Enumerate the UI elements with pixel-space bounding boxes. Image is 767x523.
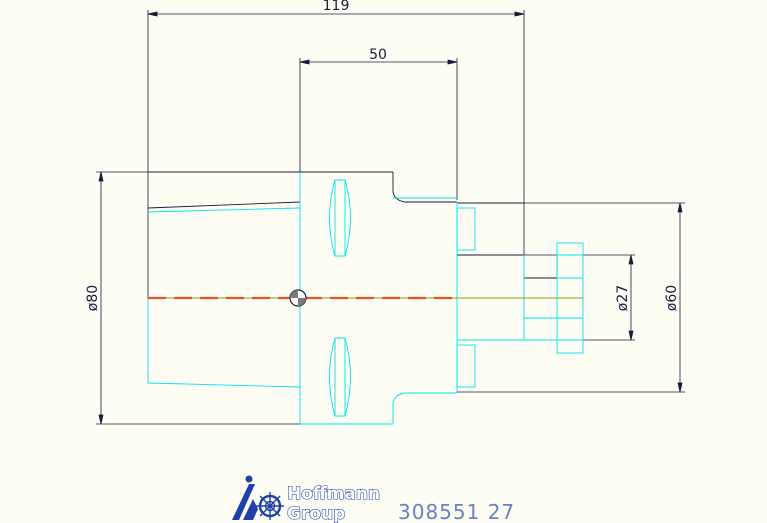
- dimension-lines: [96, 10, 685, 425]
- taper-bottom: [147, 382, 301, 388]
- drive-slot-upper: [456, 207, 476, 251]
- dim-27-arrow-bottom: [628, 330, 634, 341]
- groove-upper-ellipse: [329, 179, 351, 257]
- dim-50-arrow-left: [299, 59, 310, 65]
- logo-text-group: Group: [287, 504, 345, 523]
- dim-119-arrow-left: [147, 11, 158, 17]
- taper-top: [147, 207, 301, 213]
- logo-text-hoffmann: Hoffmann: [287, 484, 380, 504]
- section-outline: [147, 171, 558, 279]
- dimension-labels: 119 50 ø80 ø60 ø27: [85, 0, 680, 311]
- section-cone-inner: [147, 201, 301, 209]
- logo-mark-icon: [232, 475, 284, 520]
- dim-80-arrow-bottom: [98, 414, 104, 425]
- dim-label-60: ø60: [664, 285, 680, 311]
- groove-lower-ellipse: [329, 337, 351, 417]
- dim-60-arrow-top: [677, 202, 683, 213]
- dim-label-27: ø27: [615, 285, 631, 311]
- dim-label-119: 119: [323, 0, 350, 14]
- section-shoulder-fillet: [392, 172, 457, 203]
- dim-label-80: ø80: [85, 285, 101, 311]
- dim-label-50: 50: [369, 47, 387, 63]
- dim-27-arrow-top: [628, 254, 634, 265]
- dim-119-arrow-right: [514, 11, 525, 17]
- center-point-fill: [290, 290, 298, 298]
- dim-80-arrow-top: [98, 171, 104, 182]
- article-number: 308551 27: [398, 500, 515, 523]
- dim-50-arrow-right: [447, 59, 458, 65]
- flange-fillet-bottom: [392, 392, 457, 424]
- center-axis: [148, 289, 583, 307]
- hoffmann-group-logo: Hoffmann Group: [232, 475, 381, 523]
- drive-slot-lower: [456, 344, 476, 388]
- dim-60-arrow-bottom: [677, 382, 683, 393]
- center-point-fill-2: [298, 298, 306, 306]
